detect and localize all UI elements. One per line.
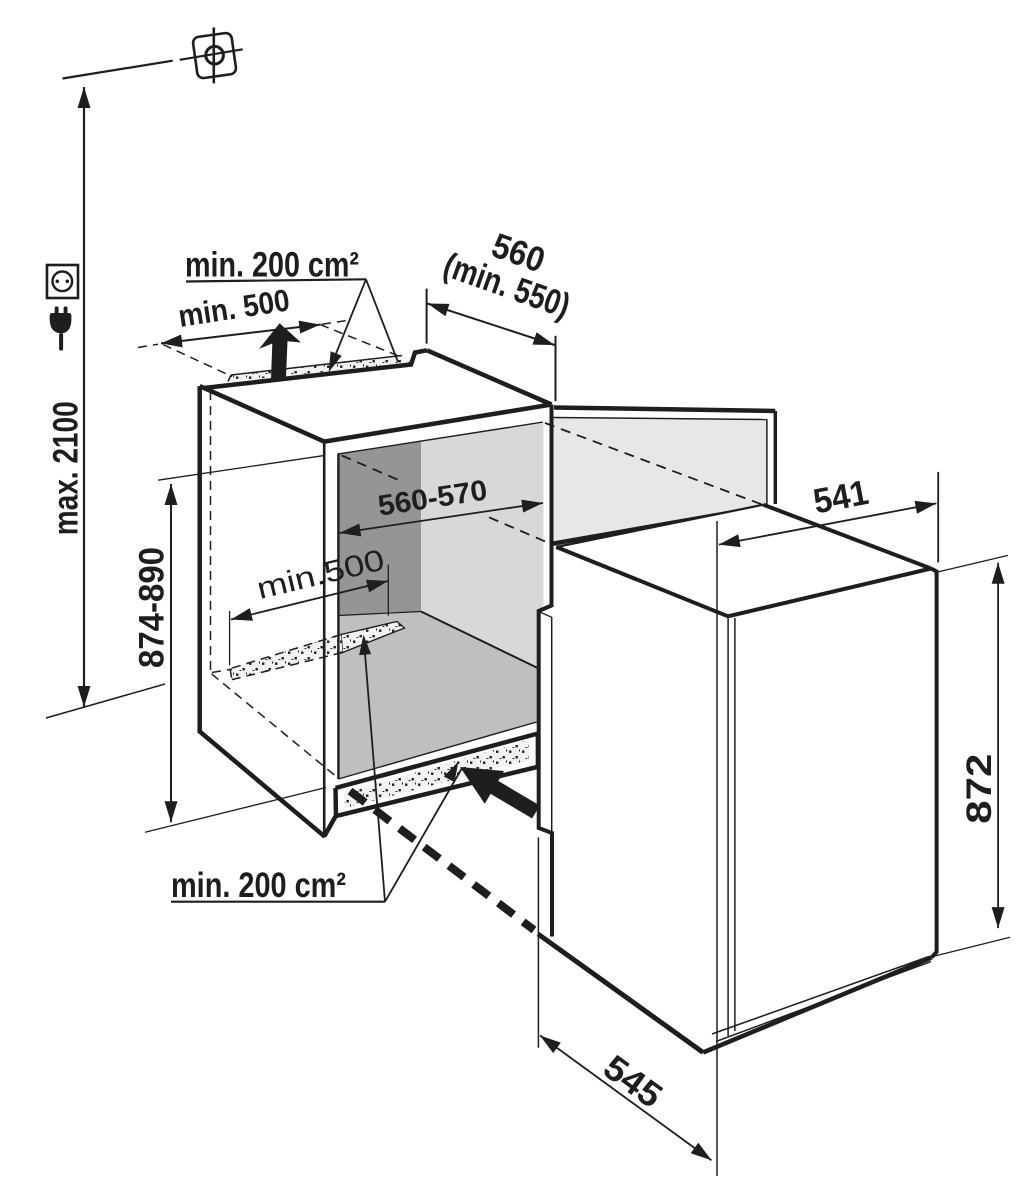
svg-text:min. 200 cm²: min. 200 cm² [185, 246, 359, 285]
svg-text:874-890: 874-890 [133, 547, 172, 668]
svg-text:min. 200 cm²: min. 200 cm² [171, 866, 346, 905]
svg-text:max. 2100: max. 2100 [47, 401, 86, 535]
svg-text:872: 872 [960, 754, 999, 824]
